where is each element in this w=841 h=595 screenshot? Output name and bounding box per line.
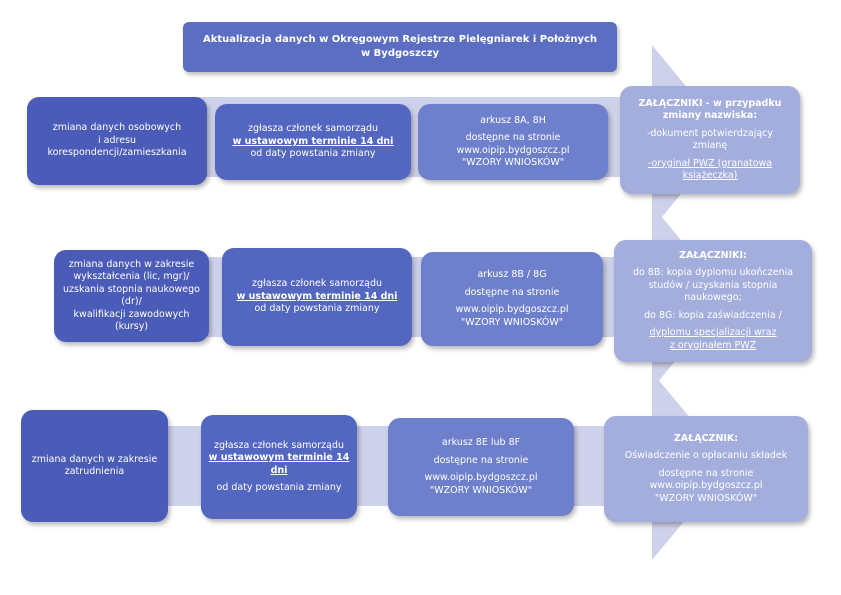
row-2-attachments-box: ZAŁĄCZNIKI: do 8B: kopia dyplomu ukończe… [614,240,812,362]
row-2-attachments-head: ZAŁĄCZNIKI: [679,249,747,261]
row-2-change-line: zmiana danych w zakresie [68,258,195,270]
row-2-attachment-item: dyplomu specjalizacji wraz [649,327,777,339]
row-1-form-name: arkusz 8A, 8H [480,114,546,126]
row-1-deadline: w ustawowym terminie 14 dni [232,135,394,147]
row-1-change-line: i adresu [97,134,137,146]
row-1-attachment-item: zmianę [692,140,728,151]
row-2-attachment-item: studów / uzyskania stopnia [648,279,778,291]
row-3-attachment-item: www.oipip.bydgoszcz.pl [649,480,763,492]
row-2-change-line: uzskania stopnia naukowego [63,283,200,295]
row-1-change-line: korespondencji/zamieszkania [47,147,187,159]
row-1-change-box: zmiana danych osobowych i adresu korespo… [27,97,207,185]
row-3-form-line: "WZORY WNIOSKÓW" [429,484,533,496]
row-2-change-line: kwalifikacji zawodowych [73,308,190,320]
row-3-form-line: dostępne na stronie [433,454,529,466]
row-1-report-box: zgłasza członek samorządu w ustawowym te… [215,104,411,180]
row-1-change-line: zmiana danych osobowych [52,122,182,134]
row-3-attachment-item: Oświadczenie o opłacaniu składek [624,450,788,462]
row-1-form-line: dostępne na stronie [465,132,561,143]
row-2-report-line: od daty powstania zmiany [254,303,380,315]
row-2-form-line: dostępne na stronie [464,286,560,298]
row-2-deadline: w ustawowym terminie 14 dni [236,290,398,302]
diagram-title: Aktualizacja danych w Okręgowym Rejestrz… [183,22,617,72]
row-3-deadline: dni [270,464,288,476]
row-1-attachments-head: zmiany nazwiska: [662,110,758,121]
row-1-attachment-item: książeczka) [682,170,738,181]
row-1-website: www.oipip.bydgoszcz.pl [456,144,570,156]
row-2-attachment-item: do 8B: kopia dyplomu ukończenia [632,267,794,279]
row-3-attachment-item: dostępne na stronie [658,467,754,479]
row-2-form-box: arkusz 8B / 8G dostępne na stronie www.o… [421,252,603,346]
row-2-attachment-item: do 8G: kopia zaświadczenia / [644,309,782,321]
row-3-report-box: zgłasza członek samorządu w ustawowym te… [201,415,357,519]
row-3-change-line: zatrudnienia [64,466,125,477]
row-3-arrow [40,372,730,560]
row-3-attachments-head: ZAŁĄCZNIK: [673,432,739,444]
row-3-deadline: w ustawowym terminie 14 [208,452,350,463]
row-1-report-line: zgłasza członek samorządu [247,123,379,135]
row-3-change-line: zmiana danych w zakresie [31,453,158,465]
row-3-website: www.oipip.bydgoszcz.pl [424,472,538,483]
title-line-1: Aktualizacja danych w Okręgowym Rejestrz… [202,34,598,45]
row-2-change-line: (dr)/ [121,296,142,307]
row-3-report-line: zgłasza członek samorządu [213,439,345,451]
row-2-attachment-item: z oryginałem PWZ [669,339,757,351]
row-3-report-line: od daty powstania zmiany [216,482,342,493]
row-2-form-name: arkusz 8B / 8G [477,269,547,280]
row-3-change-box: zmiana danych w zakresie zatrudnienia [21,410,168,522]
row-2-change-line: (kursy) [114,321,149,332]
row-1-attachment-item: -dokument potwierdzający [646,127,774,139]
row-3-attachments-box: ZAŁĄCZNIK: Oświadczenie o opłacaniu skła… [604,416,808,522]
row-1-attachments-box: ZAŁĄCZNIKI - w przypadku zmiany nazwiska… [620,86,800,194]
row-2-change-line: wykształcenia (lic, mgr)/ [73,271,190,282]
row-1-attachments-head: ZAŁĄCZNIKI - w przypadku [638,97,782,109]
row-2-report-box: zgłasza członek samorządu w ustawowym te… [222,248,412,346]
row-2-attachment-item: naukowego; [684,292,742,304]
title-line-2: w Bydgoszczy [360,48,440,59]
row-1-form-box: arkusz 8A, 8H dostępne na stronie www.oi… [418,104,608,180]
row-2-form-line: "WZORY WNIOSKÓW" [460,316,564,328]
row-1-form-line: "WZORY WNIOSKÓW" [461,157,565,168]
row-3-form-name: arkusz 8E lub 8F [441,437,521,448]
row-2-change-box: zmiana danych w zakresie wykształcenia (… [54,250,209,342]
row-2-website: www.oipip.bydgoszcz.pl [455,304,569,315]
row-2-report-line: zgłasza członek samorządu [251,278,383,290]
row-3-attachment-item: "WZORY WNIOSKÓW" [654,492,758,504]
row-3-form-box: arkusz 8E lub 8F dostępne na stronie www… [388,418,574,516]
row-1-report-line: od daty powstania zmiany [250,148,376,160]
row-1-attachment-item: -oryginał PWZ (granatowa [647,157,773,169]
